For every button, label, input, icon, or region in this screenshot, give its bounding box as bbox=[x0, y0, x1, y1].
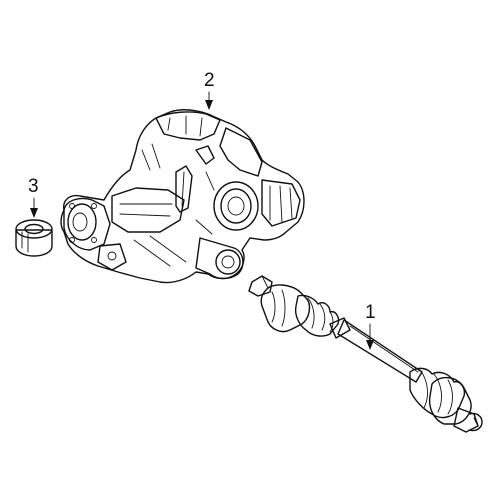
callout-number-2: 2 bbox=[204, 70, 215, 91]
axle-shaft[interactable] bbox=[248, 275, 483, 433]
bushing[interactable] bbox=[15, 219, 53, 257]
callout-number-3: 3 bbox=[28, 176, 39, 197]
differential-assembly[interactable] bbox=[60, 109, 305, 284]
callout-2: 2 bbox=[204, 70, 215, 110]
callout-3: 3 bbox=[28, 176, 39, 218]
callout-1: 1 bbox=[365, 302, 376, 350]
callout-number-1: 1 bbox=[365, 302, 376, 323]
